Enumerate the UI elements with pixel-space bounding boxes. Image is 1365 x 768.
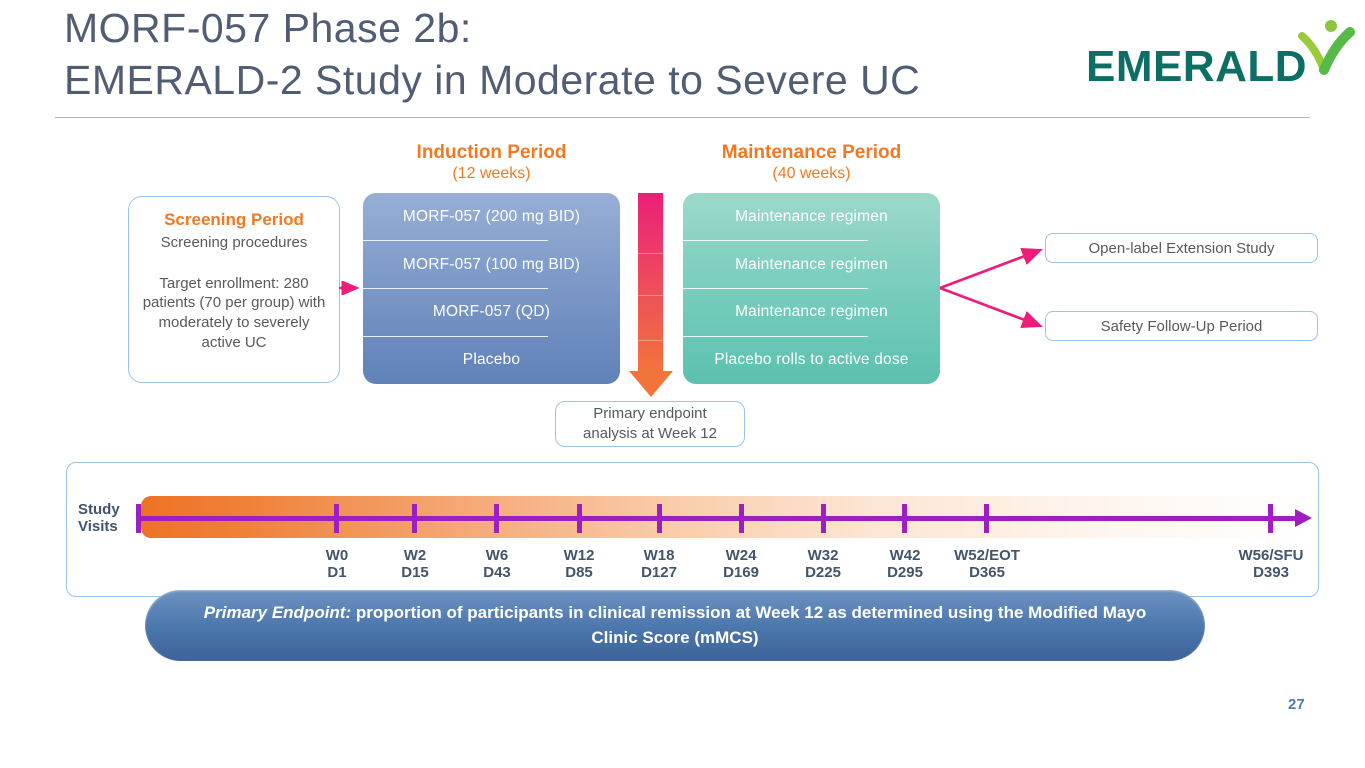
induction-arm-row: MORF-057 (QD) xyxy=(432,303,551,321)
maintenance-arm-row: Maintenance regimen xyxy=(735,255,888,273)
induction-arm-row: Placebo xyxy=(462,351,521,369)
timeline-tick xyxy=(334,504,339,533)
induction-to-maintenance-arrowhead xyxy=(629,371,673,397)
arrow-segment-line xyxy=(638,340,663,342)
primary-endpoint-callout-line1: Primary endpoint xyxy=(593,404,707,422)
emerald-logo: EMERALD xyxy=(1086,42,1307,92)
page-number: 27 xyxy=(1288,696,1305,713)
induction-period-header: Induction Period (12 weeks) xyxy=(363,142,620,183)
maintenance-arms-box: Maintenance regimen Maintenance regimen … xyxy=(683,193,940,384)
timeline-tick xyxy=(577,504,582,533)
induction-to-maintenance-arrow xyxy=(638,193,663,372)
induction-arm-row: MORF-057 (200 mg BID) xyxy=(402,207,581,225)
maintenance-branch-arrows xyxy=(939,247,1043,329)
timeline-tick xyxy=(984,504,989,533)
maintenance-period-header: Maintenance Period (40 weeks) xyxy=(683,142,940,183)
arm-row-divider xyxy=(363,240,549,242)
induction-arms-box: MORF-057 (200 mg BID) MORF-057 (100 mg B… xyxy=(363,193,620,384)
safety-followup-label: Safety Follow-Up Period xyxy=(1100,317,1263,335)
arm-row-divider xyxy=(683,336,869,338)
primary-endpoint-callout-line2: analysis at Week 12 xyxy=(583,425,717,442)
safety-followup-box: Safety Follow-Up Period xyxy=(1045,311,1318,341)
timeline-tick xyxy=(1268,504,1273,533)
arrow-segment-line xyxy=(638,253,663,255)
timeline-tick xyxy=(136,504,141,533)
maintenance-period-duration: (40 weeks) xyxy=(772,165,851,182)
primary-endpoint-banner-text: Primary Endpoint: proportion of particip… xyxy=(203,602,1147,647)
emerald-logo-text: EMERALD xyxy=(1086,42,1308,91)
study-visits-label-line2: Visits xyxy=(78,518,118,535)
maintenance-arm-row: Placebo rolls to active dose xyxy=(714,351,909,369)
induction-period-duration: (12 weeks) xyxy=(452,165,531,182)
screening-enrollment-text: Target enrollment: 280 patients (70 per … xyxy=(142,274,326,351)
primary-endpoint-callout: Primary endpoint analysis at Week 12 xyxy=(555,401,745,447)
induction-period-title: Induction Period xyxy=(416,142,567,163)
timeline-tick xyxy=(412,504,417,533)
timeline-tick xyxy=(494,504,499,533)
timeline-axis-line xyxy=(136,516,1296,521)
maintenance-period-title: Maintenance Period xyxy=(721,142,902,163)
timeline-arrowhead-icon xyxy=(1295,509,1312,527)
timeline-tick xyxy=(821,504,826,533)
maintenance-arm-row: Maintenance regimen xyxy=(735,207,888,225)
open-label-extension-label: Open-label Extension Study xyxy=(1088,239,1275,257)
page-title: MORF-057 Phase 2b: EMERALD-2 Study in Mo… xyxy=(64,2,920,107)
arrow-segment-line xyxy=(638,295,663,297)
timeline-tick xyxy=(657,504,662,533)
arm-row-divider xyxy=(683,240,869,242)
induction-arm-row: MORF-057 (100 mg BID) xyxy=(402,255,581,273)
timeline-tick xyxy=(902,504,907,533)
study-visits-label-line1: Study xyxy=(78,501,120,518)
maintenance-arm-row: Maintenance regimen xyxy=(735,303,888,321)
primary-endpoint-banner-emphasis: Primary Endpoint: xyxy=(203,602,352,622)
arm-row-divider xyxy=(363,336,549,338)
screening-period-title: Screening Period xyxy=(164,210,304,229)
primary-endpoint-banner: Primary Endpoint: proportion of particip… xyxy=(145,590,1205,661)
page-title-line2: EMERALD-2 Study in Moderate to Severe UC xyxy=(64,57,921,104)
screening-procedures-text: Screening procedures xyxy=(160,234,308,251)
title-divider xyxy=(55,117,1310,118)
timeline-tick xyxy=(739,504,744,533)
arm-row-divider xyxy=(683,288,869,290)
screening-period-box: Screening Period Screening procedures Ta… xyxy=(128,196,340,383)
study-visits-label: Study Visits xyxy=(78,501,120,535)
emerald-logo-person-icon xyxy=(1298,20,1355,75)
page-title-line1: MORF-057 Phase 2b: xyxy=(64,5,472,51)
arm-row-divider xyxy=(363,288,549,290)
open-label-extension-box: Open-label Extension Study xyxy=(1045,233,1318,263)
screening-to-induction-arrow xyxy=(339,281,360,295)
